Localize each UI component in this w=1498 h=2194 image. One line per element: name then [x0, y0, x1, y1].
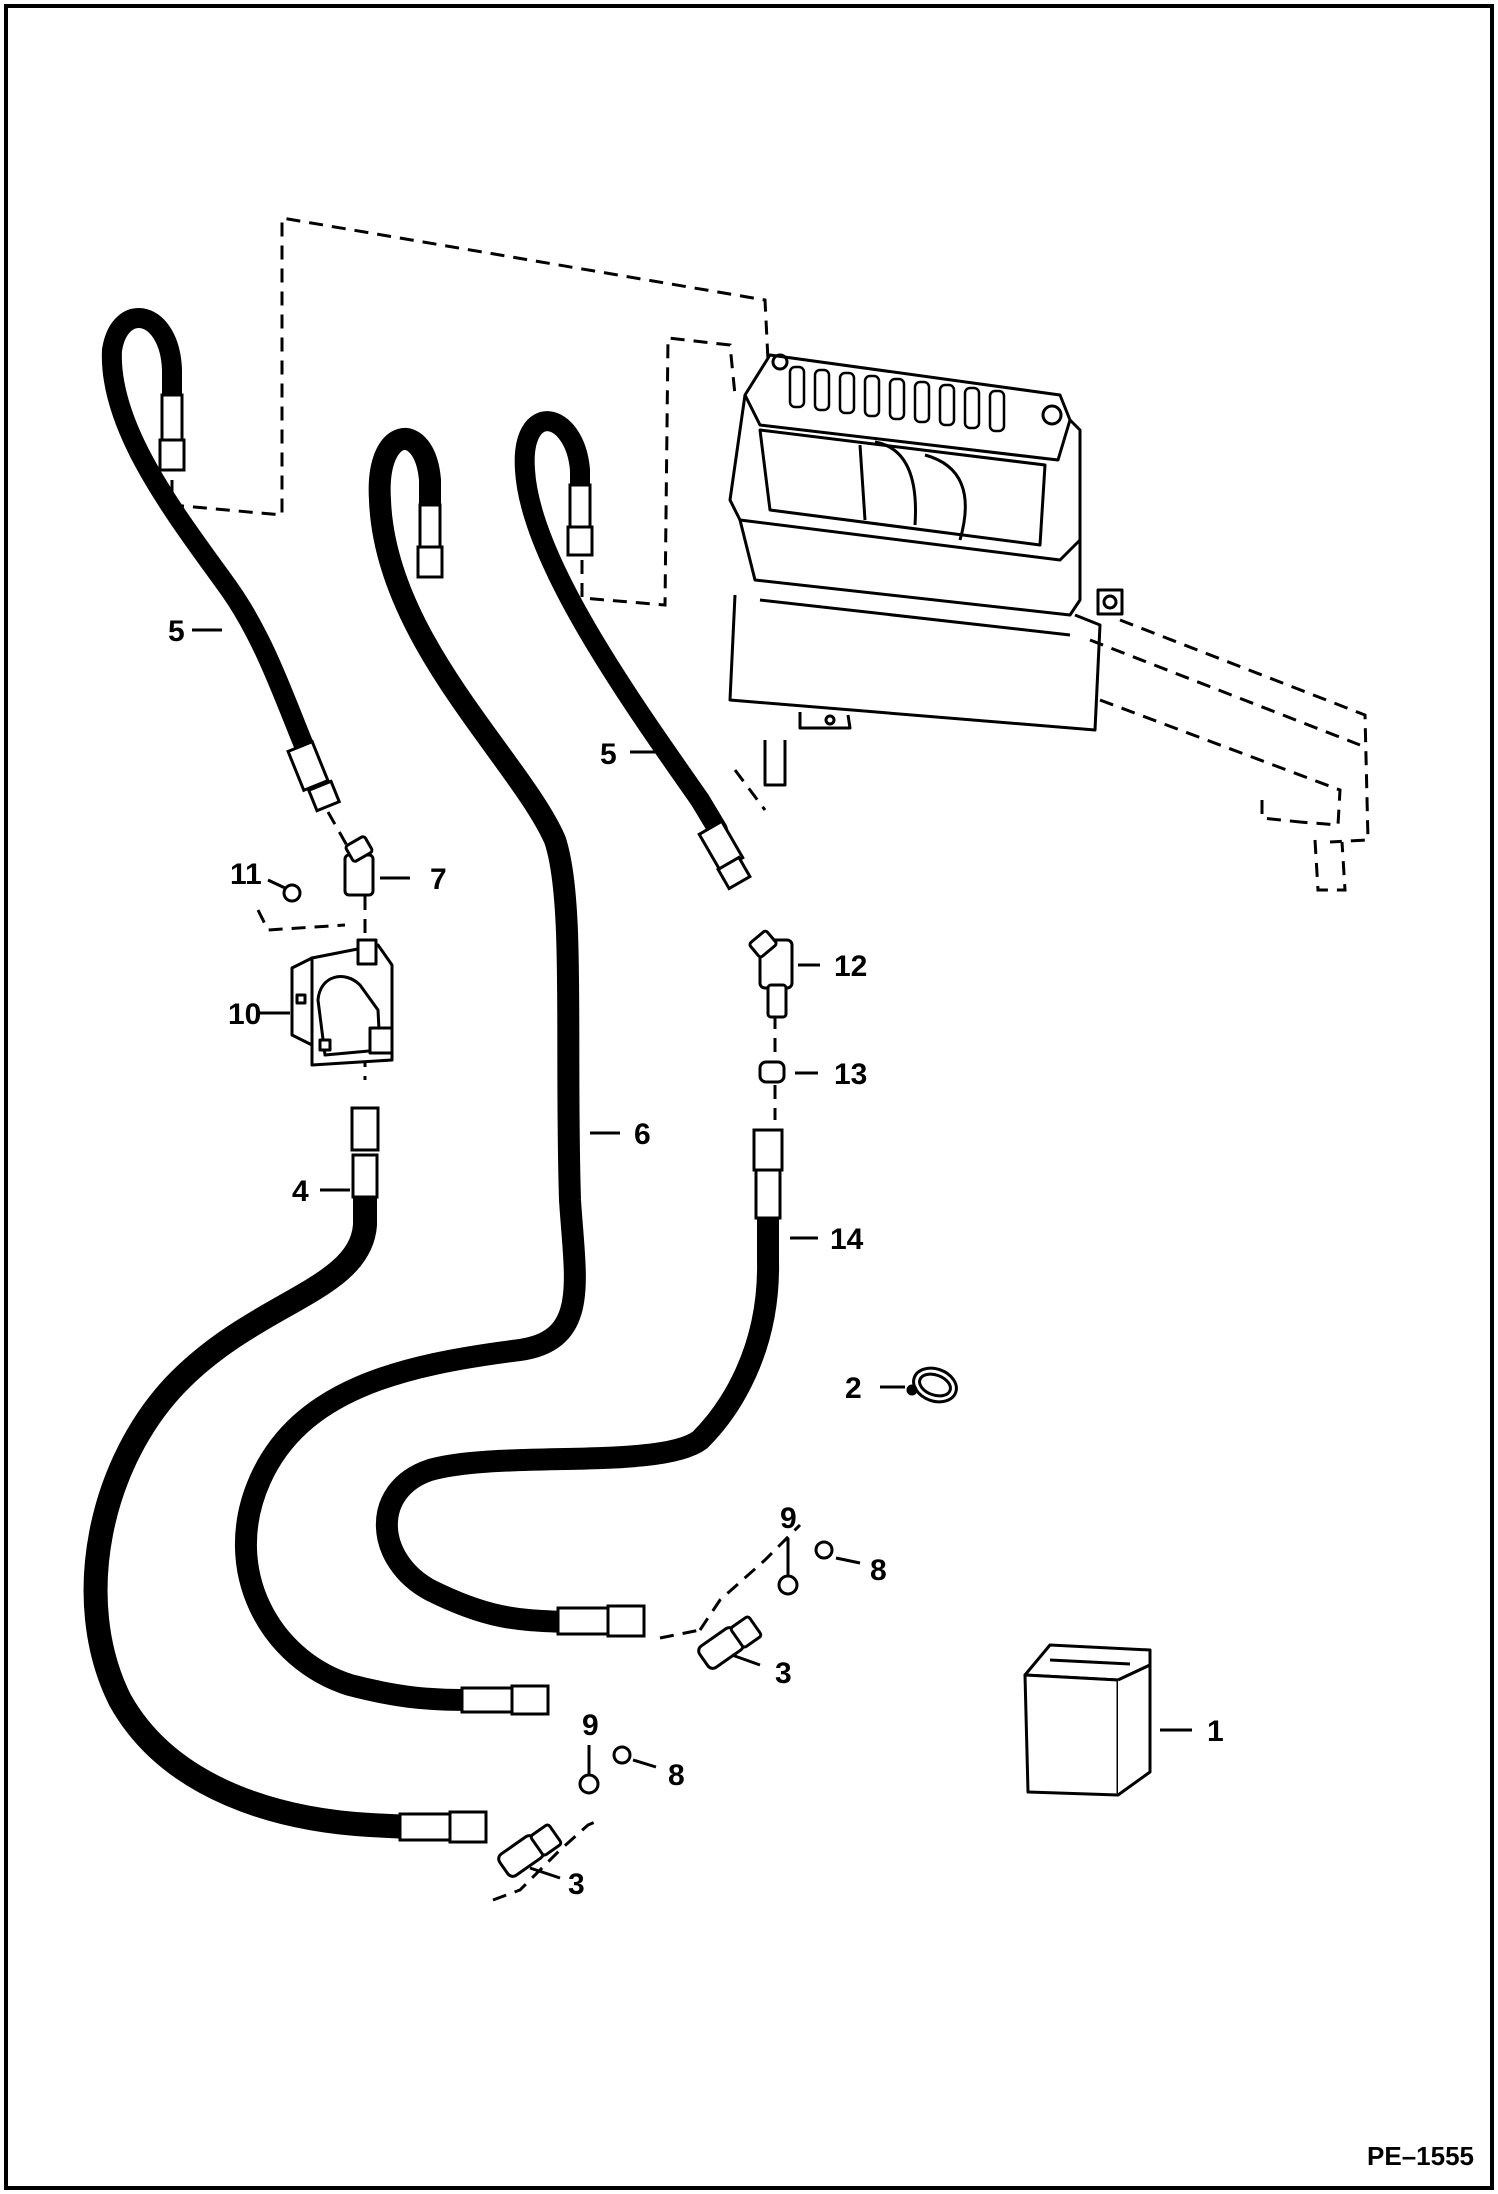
hose-fittings	[158, 393, 784, 1844]
o-rings	[578, 1540, 834, 1795]
hose-4	[83, 1183, 422, 1839]
callout-11: 11	[230, 858, 262, 891]
callout-5-left: 5	[168, 615, 185, 648]
callout-4: 4	[292, 1175, 309, 1208]
elbow-fitting-12	[748, 929, 794, 1019]
callout-9-upper: 9	[780, 1502, 797, 1535]
callout-5-right: 5	[600, 738, 617, 771]
callout-14: 14	[830, 1223, 864, 1256]
callout-6: 6	[634, 1118, 651, 1151]
elbow-fitting-3-lower	[497, 1823, 563, 1878]
hoses	[83, 308, 780, 1839]
leader-lines	[192, 628, 1192, 1880]
callout-7: 7	[430, 863, 447, 896]
callout-10: 10	[228, 998, 261, 1031]
hose-5-upper-left	[101, 308, 315, 758]
callout-13: 13	[834, 1058, 867, 1091]
mounting-bracket-dashed	[1089, 618, 1370, 892]
heater-grille-vents	[788, 365, 1006, 433]
hose-14	[375, 1204, 780, 1633]
callout-2: 2	[845, 1372, 862, 1405]
valve-10	[290, 938, 394, 1067]
heater-housing	[728, 353, 1124, 787]
drawing-code-label: PE–1555	[1367, 2141, 1474, 2171]
elbow-fitting-7	[343, 835, 375, 897]
adapter-13	[758, 1060, 786, 1084]
elbow-fitting-3-upper	[697, 1615, 763, 1670]
callout-12: 12	[834, 950, 867, 983]
callout-9-lower: 9	[582, 1709, 599, 1742]
diagram-border	[4, 4, 1494, 2190]
callout-1: 1	[1207, 1715, 1224, 1748]
ring-2	[906, 1366, 958, 1404]
parts-box-1	[1023, 1643, 1152, 1797]
callout-3-upper: 3	[775, 1657, 792, 1690]
hose-5-upper-right	[514, 411, 728, 840]
callout-8-lower: 8	[668, 1759, 685, 1792]
callout-3-lower: 3	[568, 1868, 585, 1901]
nut-11	[282, 883, 302, 903]
callout-8-upper: 8	[870, 1554, 887, 1587]
hose-6	[234, 428, 586, 1711]
